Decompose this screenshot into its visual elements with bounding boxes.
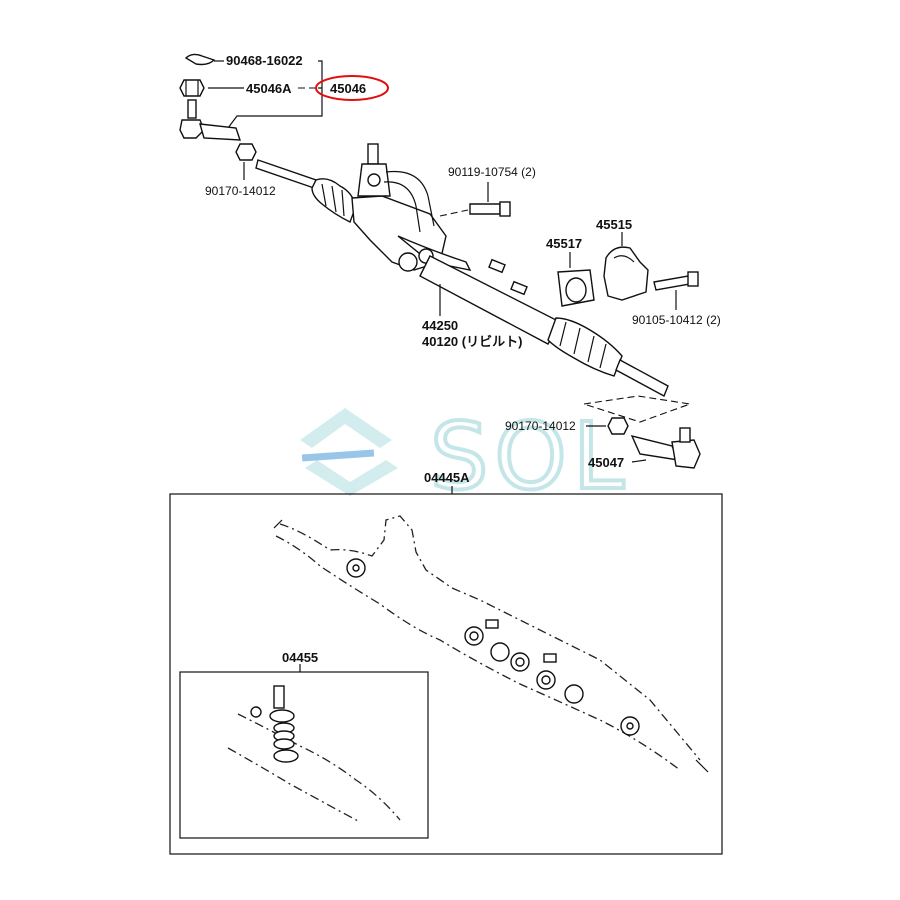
kit-04445A-frame [169, 493, 723, 855]
callout-45046A: 45046A [246, 81, 292, 96]
kit-04455-frame [179, 671, 429, 839]
callout-90105-10412: 90105-10412 (2) [632, 313, 721, 327]
callout-44250: 44250 [422, 318, 458, 333]
tie-rod-end-left-45046 [179, 99, 241, 141]
callout-90468-16022: 90468-16022 [226, 53, 303, 68]
callout-90119-10754: 90119-10754 (2) [448, 165, 536, 179]
kit-04445A-seal-rings [346, 558, 640, 736]
cotter-pin-90468-16022 [184, 53, 224, 66]
callout-45515: 45515 [596, 217, 632, 232]
steering-rack-assembly-44250 [255, 143, 669, 397]
callout-04445A: 04445A [424, 470, 470, 485]
callout-40120: 40120 (リビルト) [422, 334, 522, 349]
callout-45046: 45046 [330, 81, 366, 96]
callout-45047: 45047 [588, 455, 624, 470]
highlight-ring-45046 [315, 75, 389, 101]
callout-04455: 04455 [282, 650, 318, 665]
callout-90170-14012-right: 90170-14012 [505, 419, 576, 433]
castle-nut-45046A [179, 79, 205, 97]
sol-logo-icon [300, 408, 398, 496]
bolt-90105-10412 [653, 271, 699, 291]
tie-rod-end-right-45047 [630, 427, 701, 469]
kit-04455-spring-seals [269, 709, 299, 763]
bolt-90119-10754 [469, 201, 511, 217]
lock-nut-90170-14012-right [607, 417, 629, 435]
bracket-45515 [603, 246, 649, 301]
grommet-45517 [557, 269, 595, 307]
callout-90170-14012-left: 90170-14012 [205, 184, 276, 198]
kit-04455-valve-outline [227, 685, 401, 823]
callout-45517: 45517 [546, 236, 582, 251]
lock-nut-90170-14012-left [235, 143, 257, 161]
kit-04445A-housing-outline [273, 515, 709, 773]
